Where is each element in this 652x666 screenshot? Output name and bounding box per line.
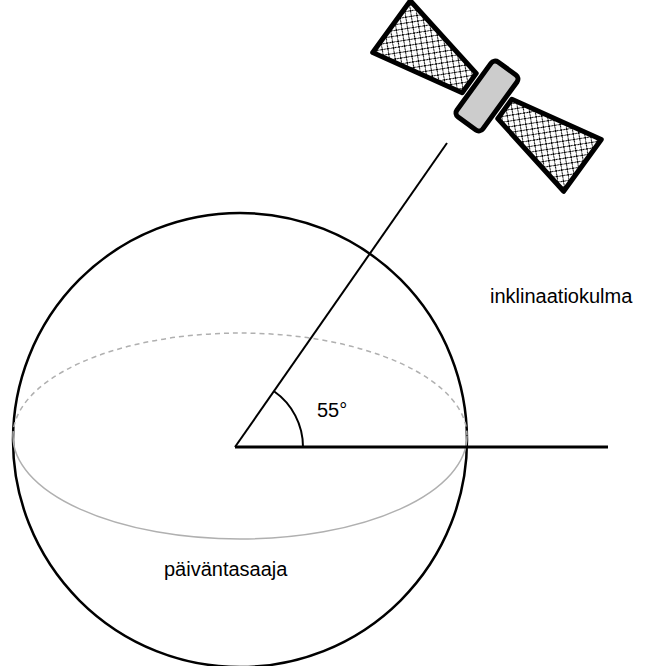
satellite-icon [372, 0, 603, 193]
orbit-line [235, 143, 447, 447]
equator-label: päiväntasaaja [164, 557, 287, 581]
equator-back [13, 333, 467, 436]
angle-arc [274, 391, 303, 447]
equator-front [13, 436, 467, 539]
angle-value-label: 55° [317, 398, 347, 422]
satellite-body [454, 59, 520, 133]
angle-name-label: inklinaatiokulma [490, 284, 632, 308]
equator-reference-line [235, 446, 608, 449]
